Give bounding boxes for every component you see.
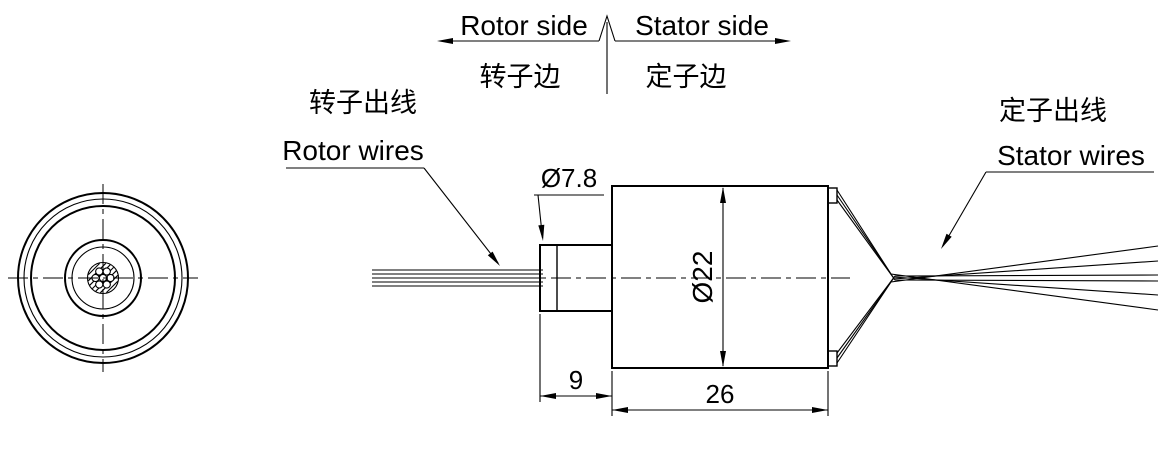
front-view: [8, 184, 198, 372]
shaft-diameter-dim: Ø7.8: [541, 163, 597, 193]
body-length-left-arrowhead-icon: [612, 407, 628, 413]
rotor-wires-leader-line: [423, 167, 499, 264]
stator-side-arrowhead-icon: [775, 38, 791, 44]
dimensions: Ø7.8 Ø22 9 26: [534, 163, 829, 416]
stator-wires-callout: 定子出线 Stator wires: [941, 96, 1154, 249]
rotor-wires-label-en: Rotor wires: [282, 135, 424, 166]
body-diameter-bottom-arrowhead-icon: [720, 351, 726, 367]
shaft-diameter-arrowhead-icon: [538, 224, 545, 241]
rotor-wires-lines: [372, 269, 543, 287]
body-diameter-dim: Ø22: [687, 251, 718, 304]
rotor-side-label: Rotor side: [460, 10, 588, 41]
stator-wires-label-en: Stator wires: [997, 140, 1145, 171]
stator-side-label: Stator side: [635, 10, 769, 41]
divider-peak: [598, 14, 616, 42]
shaft-length-dim: 9: [569, 365, 583, 395]
shaft-length-left-arrowhead-icon: [540, 393, 556, 399]
stator-wires-lines: [836, 189, 1159, 364]
body-length-dim: 26: [706, 379, 735, 409]
wire-bundle-circles: [91, 267, 115, 289]
rotor-wires-callout: 转子出线 Rotor wires: [282, 88, 500, 266]
body-diameter-top-arrowhead-icon: [720, 187, 726, 203]
rotor-side-label-zh: 转子边: [480, 62, 561, 92]
stator-wires-label-zh: 定子出线: [999, 96, 1107, 126]
top-wire-boss: [827, 187, 838, 204]
body-outline: [611, 185, 829, 369]
shaft-length-right-arrowhead-icon: [596, 393, 612, 399]
rotor-wires-label-zh: 转子出线: [309, 88, 417, 118]
bottom-wire-boss: [827, 350, 838, 367]
side-indicator-header: Rotor side Stator side 转子边 定子边: [437, 10, 791, 94]
stator-wires-leader-line: [942, 171, 987, 247]
stator-side-label-zh: 定子边: [646, 62, 727, 92]
rotor-side-arrowhead-icon: [437, 38, 453, 44]
side-view: [372, 185, 1159, 369]
body-length-right-arrowhead-icon: [812, 407, 828, 413]
stator-wires-leader-arrowhead-icon: [941, 233, 952, 249]
rotor-wires-leader-arrowhead-icon: [487, 251, 500, 266]
